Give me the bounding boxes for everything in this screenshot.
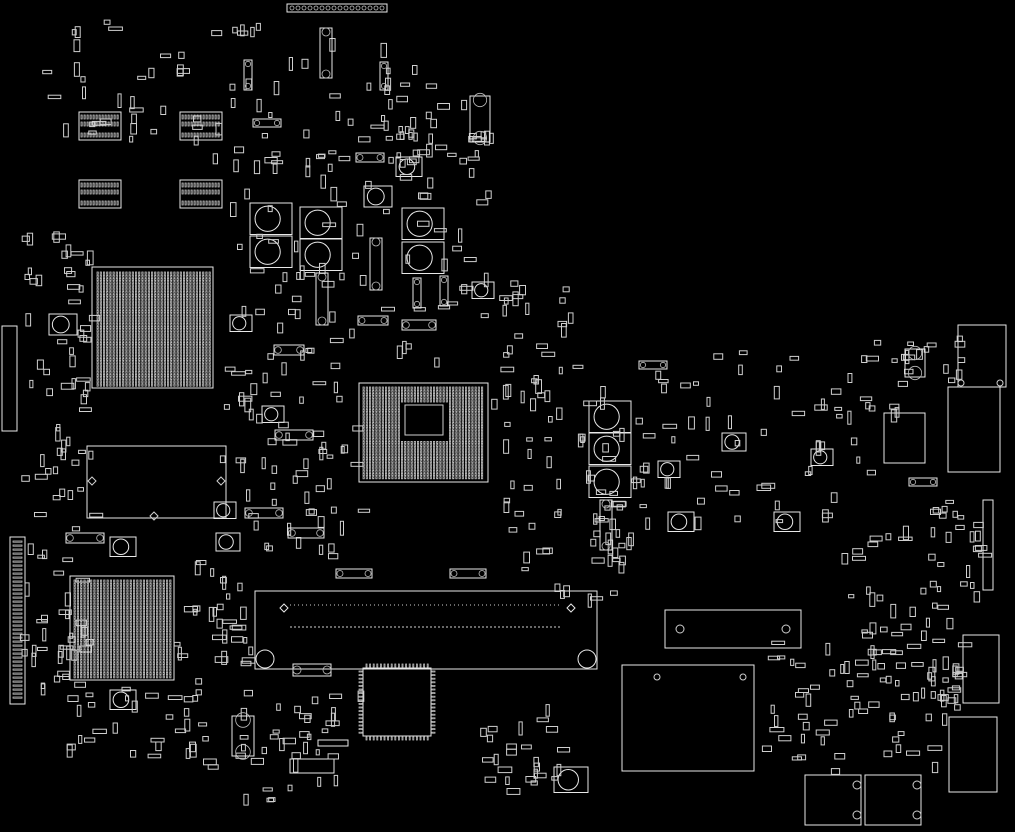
capacitor-11 bbox=[48, 313, 78, 336]
chip-center-bottom bbox=[358, 663, 436, 741]
bga-lower-left bbox=[69, 575, 175, 681]
capacitor-2 bbox=[249, 235, 293, 268]
capacitor-18 bbox=[773, 511, 801, 532]
capacitor-13 bbox=[109, 536, 137, 557]
capacitor-6 bbox=[401, 207, 445, 240]
chip-right-square bbox=[883, 412, 926, 464]
capacitor-21 bbox=[657, 460, 681, 478]
capacitor-22 bbox=[553, 766, 589, 793]
capacitor-5 bbox=[363, 185, 393, 208]
capacitor-19 bbox=[721, 432, 747, 452]
connector-left-edge bbox=[9, 536, 26, 705]
memory-chip-group-top-left bbox=[78, 111, 223, 209]
capacitor-23 bbox=[471, 281, 495, 299]
bga-center-cpu bbox=[358, 382, 489, 483]
capacitor-17 bbox=[667, 511, 695, 532]
connector-top-strip bbox=[286, 3, 388, 13]
module-left-mid bbox=[86, 445, 227, 521]
connector-mid-right-slot bbox=[664, 609, 802, 649]
capacitor-12 bbox=[229, 314, 253, 332]
connector-right-mid bbox=[947, 324, 1007, 473]
chip-bottom-mid-large bbox=[621, 664, 755, 772]
passive-components bbox=[19, 19, 993, 806]
connector-right-edge bbox=[982, 499, 994, 591]
dimm-slot-bottom bbox=[254, 590, 598, 670]
capacitor-7 bbox=[401, 241, 445, 274]
connector-left-mid bbox=[1, 325, 18, 432]
capacitor-25 bbox=[261, 405, 285, 423]
capacitor-4 bbox=[299, 238, 343, 271]
connector-bottom-flex bbox=[289, 739, 349, 774]
capacitor-1 bbox=[249, 202, 293, 235]
capacitor-20 bbox=[810, 448, 834, 466]
capacitor-group bbox=[48, 156, 834, 793]
capacitor-10 bbox=[588, 465, 632, 498]
capacitor-9 bbox=[588, 432, 632, 465]
capacitor-16 bbox=[215, 532, 241, 552]
capacitor-15 bbox=[213, 501, 237, 519]
connector-bottom-right-block bbox=[804, 634, 1000, 826]
bga-upper-left bbox=[91, 266, 214, 389]
